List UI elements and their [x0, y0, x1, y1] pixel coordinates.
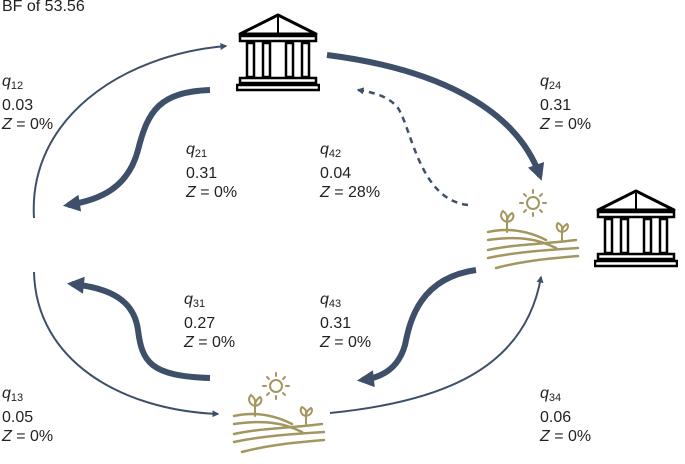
arrow-q34: [329, 275, 544, 414]
rate-label-q31: q31 0.27 Z = 0%: [184, 291, 236, 351]
rate-label-q24: q24 0.31 Z = 0%: [540, 73, 592, 133]
institution-icon: [236, 13, 320, 92]
rate-label-q13: q13 0.05 Z = 0%: [2, 385, 54, 445]
arrow-q12: [32, 42, 228, 219]
arrow-q13: [33, 271, 220, 418]
rate-label-q12: q12 0.03 Z = 0%: [2, 73, 54, 133]
rate-label-q43: q43 0.31 Z = 0%: [320, 291, 372, 351]
rate-label-q34: q34 0.06 Z = 0%: [540, 385, 592, 445]
arrow-q24: [326, 52, 545, 181]
bayes-factor-label: BF of 53.56: [2, 0, 85, 15]
rate-label-q42: q42 0.04 Z = 28%: [320, 141, 381, 201]
arrow-q31: [66, 276, 211, 381]
farmland-sun-icon: [232, 372, 326, 454]
rate-label-q21: q21 0.31 Z = 0%: [186, 141, 238, 201]
arrow-q42: [356, 87, 469, 207]
farmland-sun-icon: [486, 189, 580, 270]
arrow-q21: [62, 87, 211, 212]
arrow-q43: [356, 267, 477, 388]
institution-icon: [594, 189, 678, 268]
